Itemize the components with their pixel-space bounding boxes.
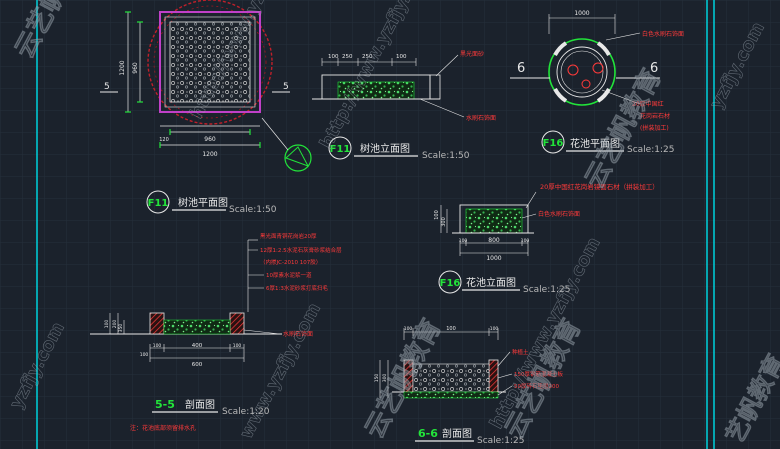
dim-label: 100 bbox=[328, 54, 339, 60]
drawing-code: F16 bbox=[440, 278, 461, 289]
planter-elevation: 100 300 800 1000 100 100 20厚中国红花岗岩镜面石材（拼… bbox=[434, 182, 659, 295]
dim-label: 100 bbox=[459, 238, 468, 244]
planter-plan: 6 6 1000 白色水刷石饰面 20厚中国红 花岗岩石材 (拼装加工) F16… bbox=[510, 10, 684, 155]
dim-label: 400 bbox=[192, 343, 203, 349]
dim-label: 100 bbox=[404, 326, 413, 332]
dim-label: 300 bbox=[441, 217, 447, 227]
annotation: 20厚中国红花岗岩镜面石材（拼装加工） bbox=[540, 182, 659, 191]
north-arrow bbox=[261, 117, 312, 172]
dim-label: 960 bbox=[204, 136, 216, 143]
annotation: 白色水刷石饰面 bbox=[642, 30, 684, 38]
dim-label: 960 bbox=[132, 62, 139, 74]
dim-label: 100 bbox=[434, 210, 440, 220]
dim-label: 100 bbox=[521, 238, 530, 244]
section-6-6: 100 100 150 300 100 种植土 150厚钢筋混凝土板 50厚碎石… bbox=[374, 326, 563, 446]
dim-label: 800 bbox=[488, 237, 500, 244]
layer-callout-list: 黑光面青铜花岗岩20厚 12厚1:2.5水泥石灰膏砂浆结合层 （内掺JC-201… bbox=[260, 232, 342, 292]
tree-pit-outer bbox=[159, 11, 261, 113]
dim-label: 120 bbox=[159, 137, 169, 143]
section-5-5: 100 200 350 100 100 400 100 600 黑光面青铜花岗岩… bbox=[90, 232, 342, 432]
section-mark: 6 bbox=[517, 61, 525, 76]
annotation: (拼装加工) bbox=[640, 124, 669, 132]
dim-label: 600 bbox=[192, 362, 203, 368]
drawing-scale: Scale:1:25 bbox=[523, 285, 570, 295]
dim-label: 100 bbox=[446, 326, 456, 332]
annotation: 种植土 bbox=[512, 348, 529, 356]
dim-label: 250 bbox=[362, 54, 373, 60]
dim-label: 1000 bbox=[486, 255, 501, 262]
drawing-title: 剖面图 bbox=[185, 398, 215, 411]
tree-pit-plan: 960 1200 1200 960 120 5 5 F11 树池平面图 Scal… bbox=[100, 0, 312, 215]
sheet-frame bbox=[36, 0, 715, 449]
drawing-title: 花池立面图 bbox=[466, 276, 516, 289]
annotation: 花岗岩石材 bbox=[640, 112, 670, 120]
drawing-scale: Scale:1:50 bbox=[229, 205, 277, 215]
drawing-title: 剖面图 bbox=[442, 427, 472, 440]
annotation: 20厚中国红 bbox=[632, 100, 664, 108]
layer-label: 10厚素水泥浆一道 bbox=[266, 271, 312, 279]
layer-label: 12厚1:2.5水泥石灰膏砂浆结合层 bbox=[260, 246, 342, 254]
tree-pit-elevation: 100 250 250 100 黑光面砂 水刷石饰面 F11 树池立面图 Sca… bbox=[312, 50, 496, 161]
drawing-title: 树池平面图 bbox=[178, 196, 228, 209]
drawing-scale: Scale:1:25 bbox=[477, 436, 524, 446]
planter-outer-circle bbox=[548, 38, 616, 106]
drawing-scale: Scale:1:20 bbox=[222, 407, 270, 417]
section-mark: 6 bbox=[650, 61, 658, 76]
drawing-code: 6-6 bbox=[418, 427, 438, 440]
dim-label: 200 bbox=[112, 320, 118, 329]
drawing-title: 花池平面图 bbox=[570, 137, 620, 150]
dim-label: 100 bbox=[396, 54, 407, 60]
dim-label: 100 bbox=[233, 343, 242, 349]
dim-label: 150 bbox=[374, 374, 380, 383]
section-mark: 5 bbox=[104, 82, 110, 92]
annotation: 黑光面砂 bbox=[460, 50, 484, 58]
dim-label: 1000 bbox=[574, 10, 589, 17]
dim-label: 1200 bbox=[119, 60, 126, 75]
drawing-code: F11 bbox=[148, 198, 169, 209]
dim-label: 100 bbox=[490, 326, 499, 332]
section-mark: 5 bbox=[283, 82, 289, 92]
dim-label: 300 bbox=[382, 374, 388, 383]
annotation: 水刷石饰面 bbox=[466, 114, 496, 122]
layer-label: （内掺JC-2010 107胶） bbox=[260, 258, 321, 266]
layer-label: 黑光面青铜花岗岩20厚 bbox=[260, 232, 317, 240]
dim-label: 100 bbox=[104, 320, 110, 329]
drawing-title: 树池立面图 bbox=[360, 142, 410, 155]
dim-label: 100 bbox=[153, 343, 162, 349]
dim-label: 100 bbox=[140, 352, 149, 358]
annotation: 150厚钢筋混凝土板 bbox=[514, 370, 563, 378]
tree-canopy-circle bbox=[147, 0, 273, 125]
annotation: 50厚碎石垫层200 bbox=[514, 382, 559, 390]
dim-label: 1200 bbox=[202, 151, 217, 158]
dim-label: 250 bbox=[342, 54, 353, 60]
layer-label: 6厚1:3水泥砂浆打底扫毛 bbox=[266, 284, 328, 292]
drawing-code: F11 bbox=[330, 144, 351, 155]
annotation: 白色水刷石饰面 bbox=[538, 210, 580, 218]
drawing-scale: Scale:1:50 bbox=[422, 151, 470, 161]
footnote: 注：花池底部须留排水孔 bbox=[130, 424, 196, 432]
tree-pit-gravel bbox=[169, 21, 251, 103]
drawing-code: F16 bbox=[543, 138, 564, 149]
drawing-code: 5-5 bbox=[155, 398, 175, 411]
drawing-scale: Scale:1:25 bbox=[627, 145, 674, 155]
dim-label: 350 bbox=[118, 324, 124, 333]
annotation: 水刷石饰面 bbox=[283, 330, 313, 338]
